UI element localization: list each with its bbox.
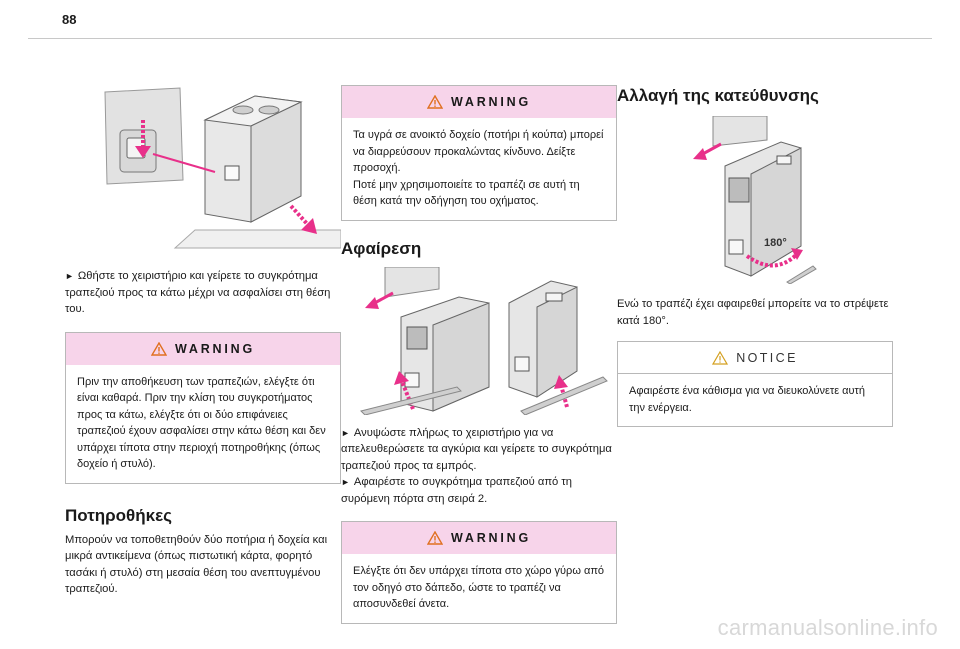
table-rotate-illustration: 180° (693, 116, 817, 284)
warning-header: WARNING (342, 522, 616, 554)
release-arrow-icon (693, 142, 722, 160)
removal-step-2: ►Αφαιρέστε το συγκρότημα τραπεζιού από τ… (341, 476, 573, 505)
page-number: 88 (62, 12, 77, 27)
push-arrow-icon (152, 153, 216, 173)
warning-triangle-icon (426, 531, 443, 545)
table-fold-illustration (104, 87, 341, 249)
notice-triangle-icon (712, 350, 729, 365)
warning-body: Πριν την αποθήκευση των τραπεζιών, ελέγξ… (77, 375, 326, 471)
warning-body: Τα υγρά σε ανοικτό δοχείο (ποτήρι ή κούπ… (342, 118, 616, 220)
top-rule (28, 38, 932, 39)
warning-title: WARNING (174, 341, 255, 356)
warning-triangle-icon (150, 341, 167, 356)
table-removal-illustration (360, 266, 608, 415)
rotate-arrow-icon (745, 248, 803, 268)
watermark: carmanualsonline.info (717, 615, 938, 640)
rotation-label: 180° (764, 237, 787, 249)
warning-title: WARNING (450, 531, 531, 545)
removal-step-1: ►Ανυψώστε πλήρως το χειριστήριο για να α… (341, 426, 612, 472)
warning-body: Ελέγξτε ότι δεν υπάρχει τίποτα στο χώρο … (353, 565, 605, 610)
column-middle: WARNING Τα υγρά σε ανοικτό δοχείο (ποτήρ… (341, 80, 617, 624)
notice-body: Αφαιρέστε ένα κάθισμα για να διευκολύνετ… (629, 385, 866, 414)
bullet-arrow-icon: ► (341, 427, 350, 438)
warning-header: WARNING (342, 86, 616, 118)
warning-box-floor: WARNING Ελέγξτε ότι δεν υπάρχει τίποτα σ… (341, 521, 617, 624)
bullet-arrow-icon: ► (65, 271, 74, 281)
warning-header: WARNING (66, 332, 340, 365)
notice-header: NOTICE (618, 342, 892, 374)
tilt-arrow-icon (289, 204, 317, 234)
bullet-arrow-icon: ► (341, 477, 350, 487)
fold-instruction: ►Ωθήστε το χειριστήριο και γείρετε το συ… (65, 270, 331, 315)
warning-triangle-icon (426, 95, 443, 109)
rotate-paragraph: Ενώ το τραπέζι έχει αφαιρεθεί μπορείτε ν… (617, 298, 889, 327)
warning-box-liquids: WARNING Τα υγρά σε ανοικτό δοχείο (ποτήρ… (341, 85, 617, 221)
direction-heading: Αλλαγή της κατεύθυνσης (617, 86, 819, 105)
warning-line: Τα υγρά σε ανοικτό δοχείο (ποτήρι ή κούπ… (353, 129, 604, 174)
warning-title: WARNING (450, 95, 531, 109)
removal-heading: Αφαίρεση (341, 238, 422, 258)
warning-box-storage: WARNING Πριν την αποθήκευση των τραπεζιώ… (65, 331, 341, 484)
release-arrow-icon (365, 291, 394, 309)
notice-box: NOTICE Αφαιρέστε ένα κάθισμα για να διευ… (617, 341, 893, 427)
cupholder-heading: Ποτηροθήκες (65, 505, 173, 525)
cupholder-paragraph: Μπορούν να τοποθετηθούν δύο ποτήρια ή δο… (65, 533, 328, 596)
column-right: Αλλαγή της κατεύθυνσης 180° Ενώ το τραπέ… (617, 80, 893, 427)
warning-line: Ποτέ μην χρησιμοποιείτε το τραπέζι σε αυ… (353, 178, 580, 208)
removal-steps: ►Ανυψώστε πλήρως το χειριστήριο για να α… (341, 425, 617, 508)
notice-title: NOTICE (736, 350, 798, 365)
slide-arrow-icon (135, 120, 151, 158)
column-left: ►Ωθήστε το χειριστήριο και γείρετε το συ… (65, 80, 341, 598)
